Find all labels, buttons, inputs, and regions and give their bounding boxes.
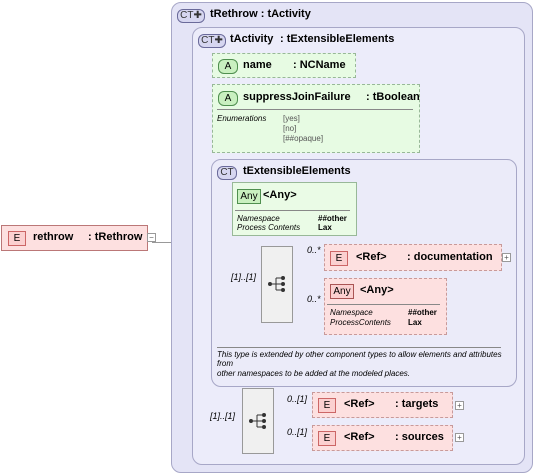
element-documentation[interactable]: E <Ref> : documentation (324, 244, 502, 271)
root-element-type: : tRethrow (88, 231, 143, 243)
process-contents-label: Process Contents (237, 223, 301, 232)
element-badge: E (8, 231, 26, 246)
element-badge: E (318, 398, 336, 413)
element-badge: E (318, 431, 336, 446)
sequence-occurrence: [1]..[1] (231, 272, 257, 282)
attribute-suppress-join-failure[interactable]: A suppressJoinFailure : tBoolean Enumera… (212, 84, 420, 153)
any-attribute[interactable]: Any <Any> Namespace ##other Process Cont… (232, 182, 357, 236)
any-attribute-label: <Any> (263, 189, 297, 201)
sources-ref: <Ref> (344, 431, 375, 443)
targets-ref: <Ref> (344, 398, 375, 410)
separator (217, 109, 413, 110)
root-element-rethrow[interactable]: E rethrow : tRethrow (1, 225, 148, 251)
process-contents-label: ProcessContents (330, 318, 391, 327)
root-element-name: rethrow (33, 231, 74, 243)
element-sources[interactable]: E <Ref> : sources (312, 425, 453, 451)
ct-plus-icon: CT✚ (177, 9, 205, 23)
namespace-label: Namespace (237, 214, 280, 223)
namespace-label: Namespace (330, 308, 373, 317)
sequence-occurrence: [1]..[1] (210, 411, 236, 421)
documentation-name: : documentation (407, 251, 493, 263)
type-note-line1: This type is extended by other component… (217, 350, 502, 368)
enumerations-label: Enumerations (217, 114, 267, 123)
attribute-suppress-label: suppressJoinFailure (243, 91, 351, 103)
targets-occurrence: 0..[1] (287, 394, 308, 404)
complex-type-title: tRethrow : tActivity (210, 8, 311, 20)
separator (235, 210, 350, 211)
tactivity-name: tActivity (230, 33, 274, 45)
documentation-ref: <Ref> (356, 251, 387, 263)
attribute-badge: A (218, 91, 238, 106)
attribute-suppress-type: : tBoolean (366, 91, 420, 103)
root-expand-icon[interactable]: − (147, 233, 156, 242)
separator (217, 347, 501, 348)
attribute-badge: A (218, 59, 238, 74)
attribute-name[interactable]: A name : NCName (212, 53, 356, 78)
process-contents-value: Lax (318, 223, 332, 232)
attribute-name-type: : NCName (293, 59, 346, 71)
any-element-occurrence: 0..* (307, 294, 321, 304)
namespace-value: ##other (408, 308, 437, 317)
documentation-occurrence: 0..* (307, 245, 321, 255)
element-targets[interactable]: E <Ref> : targets (312, 392, 453, 418)
process-contents-value: Lax (408, 318, 422, 327)
enum-value: [yes] (283, 114, 300, 123)
plus-icon[interactable]: + (502, 253, 511, 262)
element-badge: E (330, 251, 348, 266)
ct-badge: CT (217, 166, 237, 180)
type-note-line2: other namespaces to be added at the mode… (217, 369, 411, 378)
any-element[interactable]: Any <Any> Namespace ##other ProcessConte… (324, 278, 447, 335)
separator (327, 304, 440, 305)
namespace-value: ##other (318, 214, 347, 223)
any-badge: Any (330, 284, 354, 299)
any-badge: Any (237, 189, 261, 204)
sources-name: : sources (395, 431, 444, 443)
sequence-compositor[interactable] (261, 246, 293, 323)
ct-plus-icon: CT✚ (198, 34, 226, 48)
sources-occurrence: 0..[1] (287, 427, 308, 437)
enum-value: [##opaque] (283, 134, 324, 143)
connector-root (152, 242, 172, 243)
tactivity-base: : tExtensibleElements (280, 33, 395, 45)
sequence-icon (268, 276, 285, 292)
plus-icon[interactable]: + (455, 401, 464, 410)
attribute-name-label: name (243, 59, 272, 71)
sequence-compositor[interactable] (242, 388, 274, 454)
textensible-name: tExtensibleElements (243, 165, 351, 177)
targets-name: : targets (395, 398, 439, 410)
plus-icon[interactable]: + (455, 433, 464, 442)
any-element-label: <Any> (360, 284, 394, 296)
sequence-icon (249, 413, 266, 429)
enum-value: [no] (283, 124, 297, 133)
